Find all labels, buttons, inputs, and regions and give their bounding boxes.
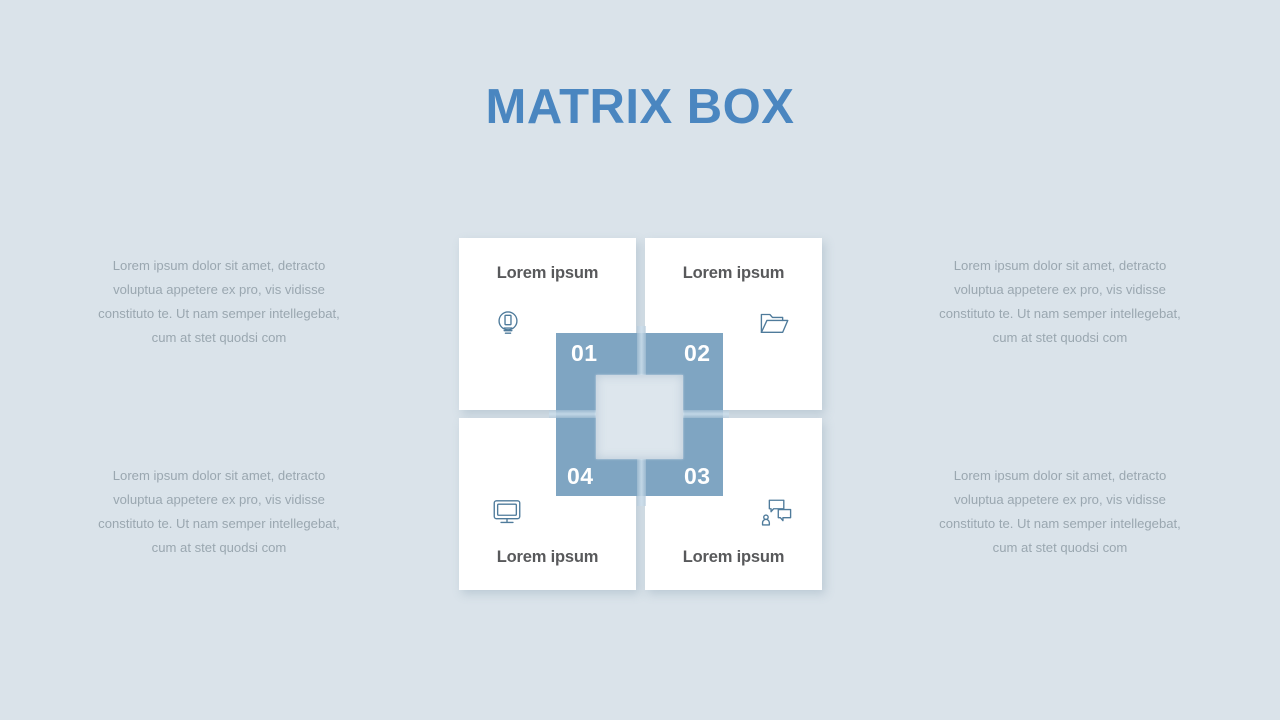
center-hole	[596, 375, 683, 459]
quadrant-title-01: Lorem ipsum	[496, 264, 599, 282]
side-text-top-right: Lorem ipsum dolor sit amet, detracto vol…	[939, 258, 1181, 345]
page-title: MATRIX BOX	[485, 80, 795, 134]
side-text-bottom-left: Lorem ipsum dolor sit amet, detracto vol…	[98, 468, 340, 555]
lightbulb-icon	[491, 306, 525, 340]
folder-icon	[758, 306, 792, 340]
quadrant-card-04[interactable]: Lorem ipsum	[459, 418, 636, 590]
quadrant-title-02: Lorem ipsum	[682, 264, 785, 282]
matrix-diagram: Lorem ipsum Lorem ipsum	[459, 238, 822, 590]
side-text-bottom-right: Lorem ipsum dolor sit amet, detracto vol…	[939, 468, 1181, 555]
quadrant-title-04: Lorem ipsum	[496, 548, 599, 566]
chat-bubbles-icon	[760, 496, 794, 530]
quadrant-number-02: 02	[684, 340, 711, 366]
quadrant-title-03: Lorem ipsum	[682, 548, 785, 566]
quadrant-number-04: 04	[567, 463, 594, 489]
quadrant-card-01[interactable]: Lorem ipsum	[459, 238, 636, 410]
quadrant-number-01: 01	[571, 340, 598, 366]
side-text-top-left: Lorem ipsum dolor sit amet, detracto vol…	[98, 258, 340, 345]
monitor-icon	[490, 494, 524, 528]
quadrant-number-03: 03	[684, 463, 711, 489]
